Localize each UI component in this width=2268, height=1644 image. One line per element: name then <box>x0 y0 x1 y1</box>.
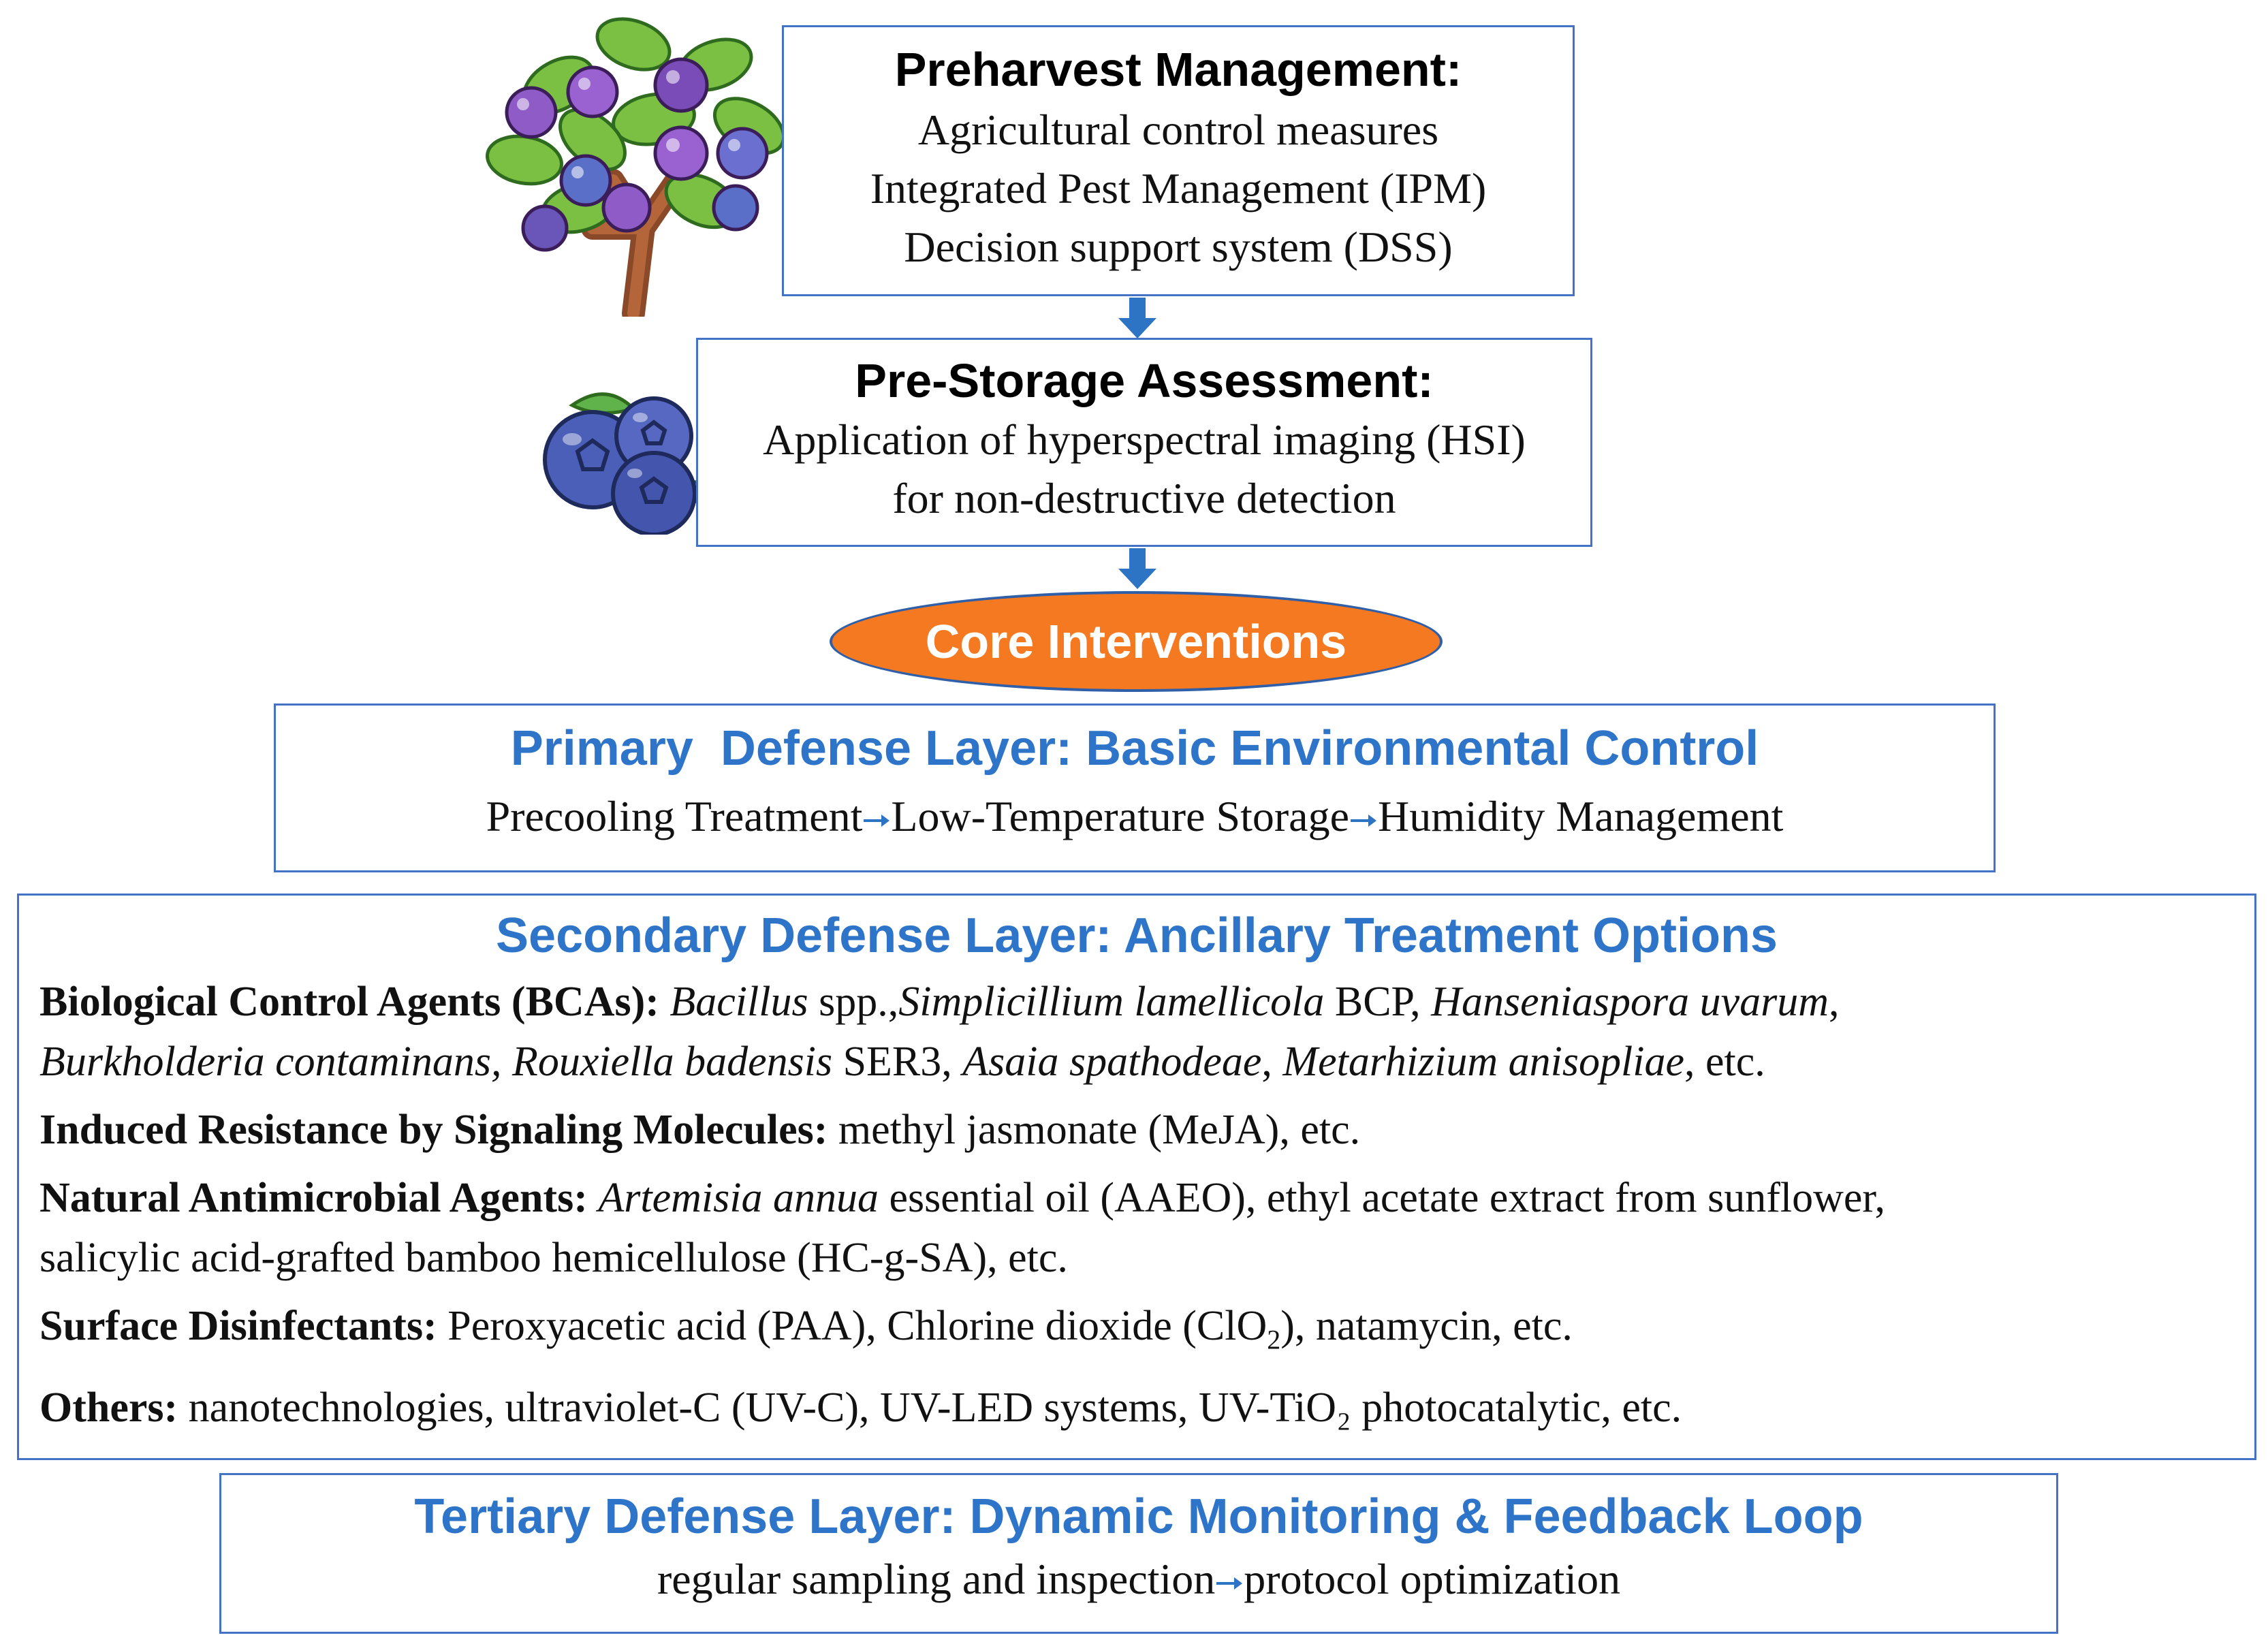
primary-defense-box: Primary Defense Layer: Basic Environment… <box>274 704 1996 872</box>
others-text: nanotechnologies, ultraviolet-C (UV-C), … <box>178 1385 1682 1432</box>
primary-steps: Precooling Treatment Low-Temperature Stor… <box>276 791 1994 842</box>
natural-label: Natural Antimicrobial Agents: <box>40 1175 588 1221</box>
prestorage-box: Pre-Storage Assessment: Application of h… <box>696 338 1592 547</box>
step-optimization: protocol optimization <box>1244 1555 1621 1603</box>
bca-italic: Hanseniaspora uvarum <box>1431 979 1829 1025</box>
primary-title: Primary Defense Layer: Basic Environment… <box>510 721 1759 776</box>
others-label: Others: <box>40 1385 178 1432</box>
step-low-temp: Low-Temperature Storage <box>891 792 1349 840</box>
tertiary-steps: regular sampling and inspection protocol … <box>221 1554 2056 1605</box>
tertiary-title: Tertiary Defense Layer: Dynamic Monitori… <box>414 1489 1863 1544</box>
tertiary-defense-box: Tertiary Defense Layer: Dynamic Monitori… <box>219 1473 2058 1634</box>
natural-italic: Artemisia annua <box>598 1175 879 1221</box>
bca-text: , <box>1829 979 1840 1025</box>
down-arrow-icon <box>1118 548 1156 589</box>
bca-text: spp., <box>808 979 899 1025</box>
surface-label: Surface Disinfectants: <box>40 1303 437 1349</box>
bca-italic: Asaia spathodeae <box>962 1039 1262 1085</box>
bca-italic: Bacillus <box>670 979 808 1025</box>
bca-text: , etc. <box>1684 1039 1765 1085</box>
surface-subscript: 2 <box>1267 1324 1281 1355</box>
bca-italic: Burkholderia contaminans, Rouxiella bade… <box>40 1039 833 1085</box>
bca-italic: Metarhizium anisopliae <box>1282 1039 1684 1085</box>
secondary-list: Biological Control Agents (BCAs): Bacill… <box>40 972 2254 1438</box>
preharvest-title: Preharvest Management: <box>894 43 1462 96</box>
step-precooling: Precooling Treatment <box>486 792 863 840</box>
others-paragraph: Others: nanotechnologies, ultraviolet-C … <box>40 1378 2254 1438</box>
natural-paragraph: Natural Antimicrobial Agents: Artemisia … <box>40 1168 2254 1288</box>
surface-text: Peroxyacetic acid (PAA), Chlorine dioxid… <box>437 1303 1267 1349</box>
down-arrow-icon <box>1118 298 1156 338</box>
bca-text: SER3, <box>832 1039 963 1085</box>
bca-paragraph: Biological Control Agents (BCAs): Bacill… <box>40 972 2254 1092</box>
induced-paragraph: Induced Resistance by Signaling Molecule… <box>40 1100 2254 1160</box>
bca-text: BCP, <box>1324 979 1432 1025</box>
prestorage-line: for non-destructive detection <box>892 474 1396 522</box>
surface-paragraph: Surface Disinfectants: Peroxyacetic acid… <box>40 1296 2254 1370</box>
right-arrow-icon <box>1216 1577 1243 1590</box>
right-arrow-icon <box>1350 815 1376 827</box>
preharvest-item: Agricultural control measures <box>917 106 1439 154</box>
prestorage-title: Pre-Storage Assessment: <box>855 354 1434 407</box>
step-humidity: Humidity Management <box>1377 792 1784 840</box>
bca-label: Biological Control Agents (BCAs): <box>40 979 659 1025</box>
core-interventions-ellipse: Core Interventions <box>830 591 1443 692</box>
core-interventions-label: Core Interventions <box>925 615 1347 668</box>
surface-text: ), natamycin, etc. <box>1280 1303 1573 1349</box>
preharvest-box: Preharvest Management: Agricultural cont… <box>782 25 1575 296</box>
natural-text: salicylic acid-grafted bamboo hemicellul… <box>40 1235 1068 1281</box>
induced-label: Induced Resistance by Signaling Molecule… <box>40 1107 828 1153</box>
blueberry-bush-icon <box>486 17 786 317</box>
induced-text: methyl jasmonate (MeJA), etc. <box>828 1107 1361 1153</box>
secondary-title: Secondary Defense Layer: Ancillary Treat… <box>496 908 1778 963</box>
preharvest-item: Integrated Pest Management (IPM) <box>870 164 1487 212</box>
blueberries-icon <box>543 392 732 535</box>
secondary-defense-box: Secondary Defense Layer: Ancillary Treat… <box>17 894 2256 1460</box>
bca-text: , <box>1261 1039 1283 1085</box>
right-arrow-icon <box>864 815 890 827</box>
bca-italic: Simplicillium lamellicola <box>898 979 1325 1025</box>
natural-text: essential oil (AAEO), ethyl acetate extr… <box>878 1175 1886 1221</box>
preharvest-item: Decision support system (DSS) <box>904 223 1453 271</box>
step-sampling: regular sampling and inspection <box>657 1555 1216 1603</box>
prestorage-line: Application of hyperspectral imaging (HS… <box>763 415 1526 464</box>
